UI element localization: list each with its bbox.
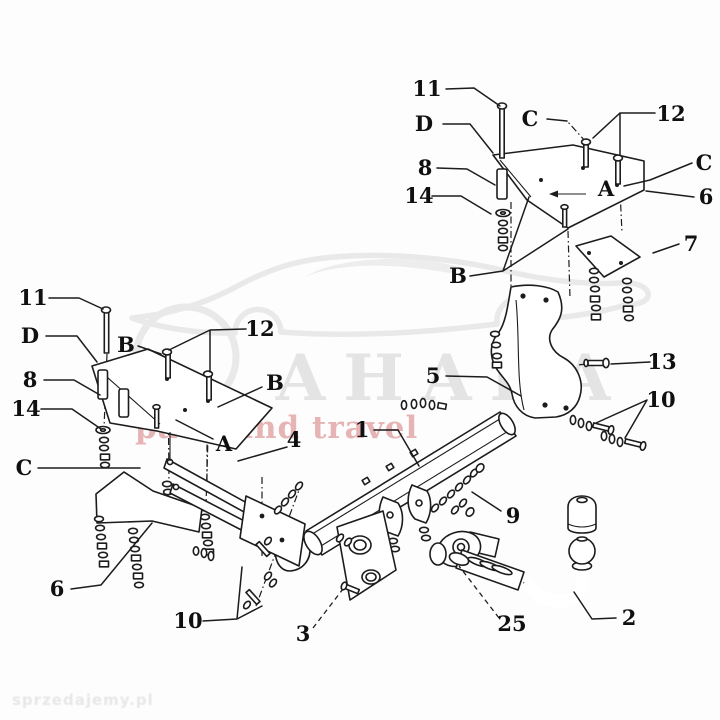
side-bracket-part [489, 284, 582, 419]
part-labels: 11 D C 12 C 8 14 A 6 7 B 13 10 5 9 1 2 2… [11, 76, 713, 646]
towball-part [448, 495, 597, 608]
part-label-12-left: 12 [245, 316, 274, 341]
right-mounting-plate-part [492, 144, 645, 229]
part-label-11-left: 11 [18, 285, 47, 310]
part-label-C-right-2: C [696, 150, 713, 175]
part-label-D-right: D [415, 111, 433, 136]
corner-watermark: sprzedajemy.pl [12, 691, 154, 709]
direction-arrow [549, 190, 586, 198]
part-label-10-right: 10 [646, 387, 675, 412]
left-bolts-and-bushings [95, 306, 215, 556]
part-label-12-right: 12 [656, 101, 685, 126]
part-label-10-left: 10 [173, 608, 202, 633]
towball-cap [567, 495, 597, 534]
backing-plate-part [575, 235, 641, 322]
part-label-8-right: 8 [418, 155, 433, 180]
part-label-3: 3 [296, 621, 311, 646]
part-label-11-right: 11 [412, 76, 441, 101]
part-label-C-right-1: C [522, 106, 539, 131]
part-label-6-right: 6 [699, 184, 714, 209]
part-label-C-left: C [16, 455, 33, 480]
part-label-9: 9 [506, 503, 521, 528]
bolt-13-part [583, 357, 610, 369]
part-label-13: 13 [647, 349, 676, 374]
part-label-B-left-2: B [266, 370, 284, 395]
part-label-25: 25 [497, 611, 526, 636]
part-label-B-left-1: B [117, 332, 135, 357]
part-label-6-left: 6 [50, 576, 65, 601]
part-label-A-right: A [597, 176, 615, 201]
part-label-1: 1 [355, 417, 370, 442]
part-label-2: 2 [622, 605, 637, 630]
part-label-5: 5 [426, 363, 441, 388]
part-label-7: 7 [684, 231, 699, 256]
left-lower-plate-part [93, 471, 203, 589]
left-bolt-hardware-set [192, 480, 305, 610]
part-label-14-right: 14 [404, 183, 433, 208]
part-label-D-left: D [21, 323, 39, 348]
part-label-B-right: B [449, 263, 467, 288]
car-silhouette-watermark [129, 252, 651, 338]
part-label-14-left: 14 [11, 396, 40, 421]
leader-lines [37, 87, 695, 629]
part-label-4: 4 [287, 427, 302, 452]
part-label-A-left: A [215, 431, 233, 456]
part-label-8-left: 8 [23, 367, 38, 392]
towball-ball [568, 537, 596, 565]
bar-end-bracket-part [239, 495, 306, 567]
fastener-chain-9 [429, 463, 485, 517]
receiver-bracket-part [334, 510, 397, 601]
right-bolts-and-bushings [495, 102, 624, 252]
right-bolt-hardware-set [400, 397, 647, 452]
